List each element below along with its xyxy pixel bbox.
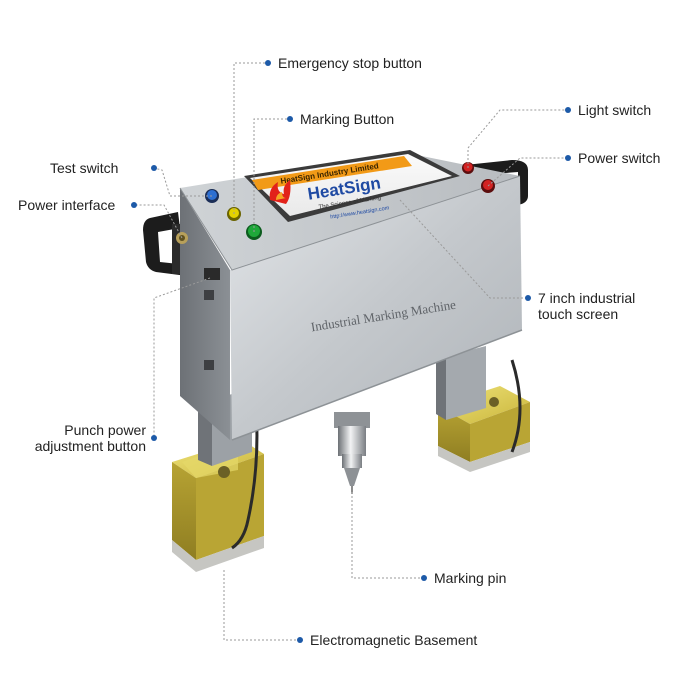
dot-marking-button [287,116,293,122]
dot-punch-power [151,435,157,441]
label-emergency-stop: Emergency stop button [278,55,422,71]
punch-power-knob[interactable] [204,268,220,280]
dot-basement [297,637,303,643]
label-touch-screen-line2: touch screen [538,306,619,322]
label-basement: Electromagnetic Basement [310,632,478,648]
callout-dots [131,60,571,643]
label-marking-pin: Marking pin [434,570,507,586]
dot-power-interface [131,202,137,208]
label-power-switch: Power switch [578,150,661,166]
dot-touch-screen [525,295,531,301]
dot-test-switch [151,165,157,171]
label-punch-power: Punch power adjustment button [10,422,146,454]
label-touch-screen-line1: 7 inch industrial [538,290,636,306]
support-leg-right [436,346,486,420]
label-marking-button: Marking Button [300,111,395,127]
dot-emergency-stop [265,60,271,66]
marking-pin [334,412,370,494]
dot-marking-pin [421,575,427,581]
label-touch-screen: 7 inch industrial touch screen [538,290,678,322]
dot-light-switch [565,107,571,113]
label-light-switch: Light switch [578,102,652,118]
dot-power-switch [565,155,571,161]
callout-leaders [134,62,568,641]
label-punch-power-line1: Punch power [64,422,146,438]
heatsign-logo-icon [269,180,291,204]
label-power-interface: Power interface [18,197,116,213]
label-test-switch: Test switch [50,160,119,176]
label-punch-power-line2: adjustment button [34,438,146,454]
cable-right [510,359,522,453]
touch-screen: HeatSign Industry Limited HeatSign The S… [244,150,460,222]
